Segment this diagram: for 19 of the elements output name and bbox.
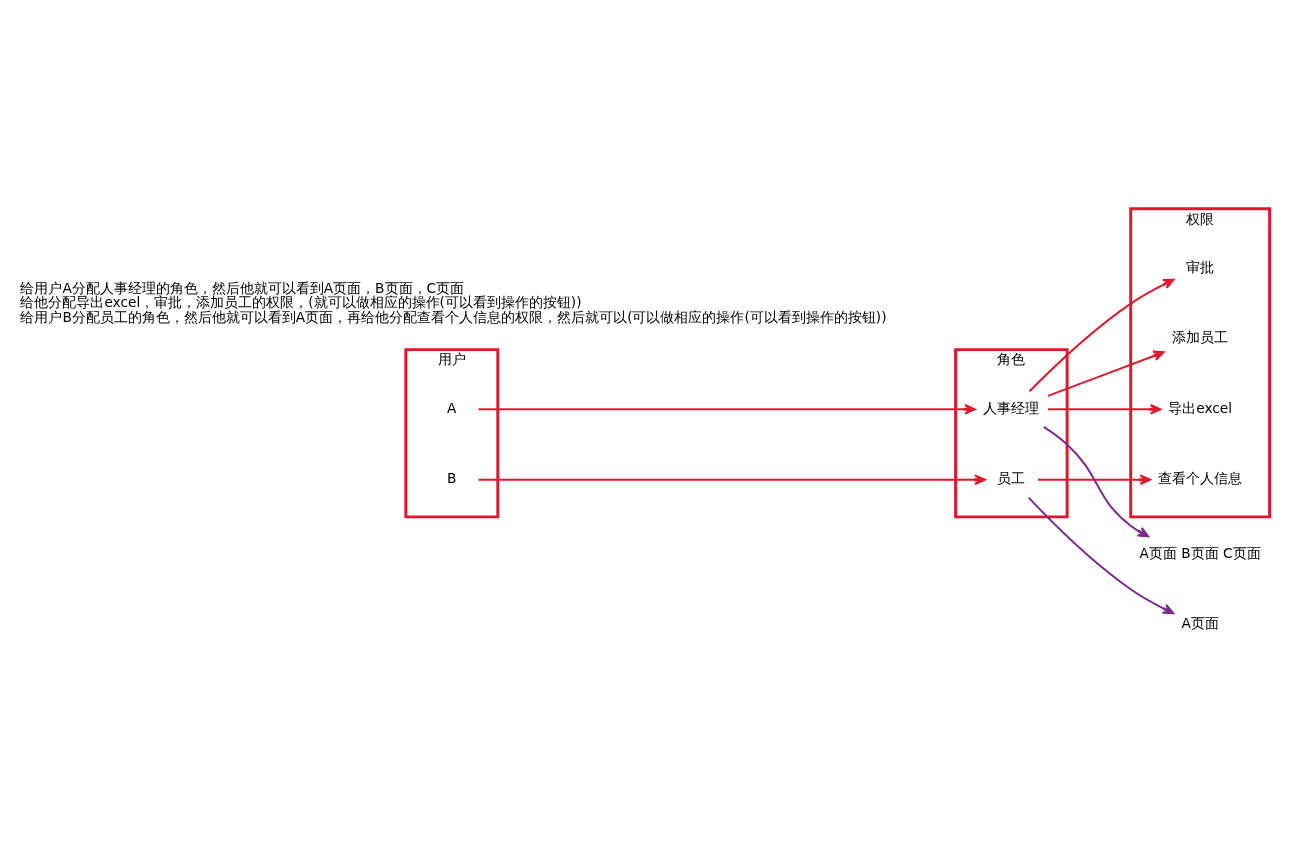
arrow bbox=[1042, 425, 1150, 537]
arrow bbox=[1027, 496, 1175, 614]
node-text: 查看个人信息 bbox=[1158, 469, 1243, 486]
node-text: 员工 bbox=[997, 469, 1026, 486]
node-text: A页面 B页面 C页面 bbox=[1139, 544, 1261, 561]
node-text: 审批 bbox=[1186, 258, 1215, 275]
arrow bbox=[1036, 473, 1152, 485]
node-text: 导出excel bbox=[1168, 399, 1233, 416]
node-text: 人事经理 bbox=[983, 399, 1040, 416]
label: 给用户B分配员工的角色，然后他就可以看到A页面，再给他分配查看个人信息的权限，然后就可以(可以做相应的操作(可以看到操作的按钮)) bbox=[20, 308, 887, 325]
arrow bbox=[1046, 403, 1162, 415]
node-text: A页面 bbox=[1181, 614, 1219, 631]
node-text: A bbox=[447, 399, 457, 416]
arrow bbox=[477, 473, 986, 485]
node-text: B bbox=[447, 469, 457, 486]
node-text: 添加员工 bbox=[1172, 328, 1229, 345]
arrow bbox=[477, 403, 976, 415]
arrow bbox=[1046, 350, 1165, 397]
arrow bbox=[1028, 278, 1175, 392]
